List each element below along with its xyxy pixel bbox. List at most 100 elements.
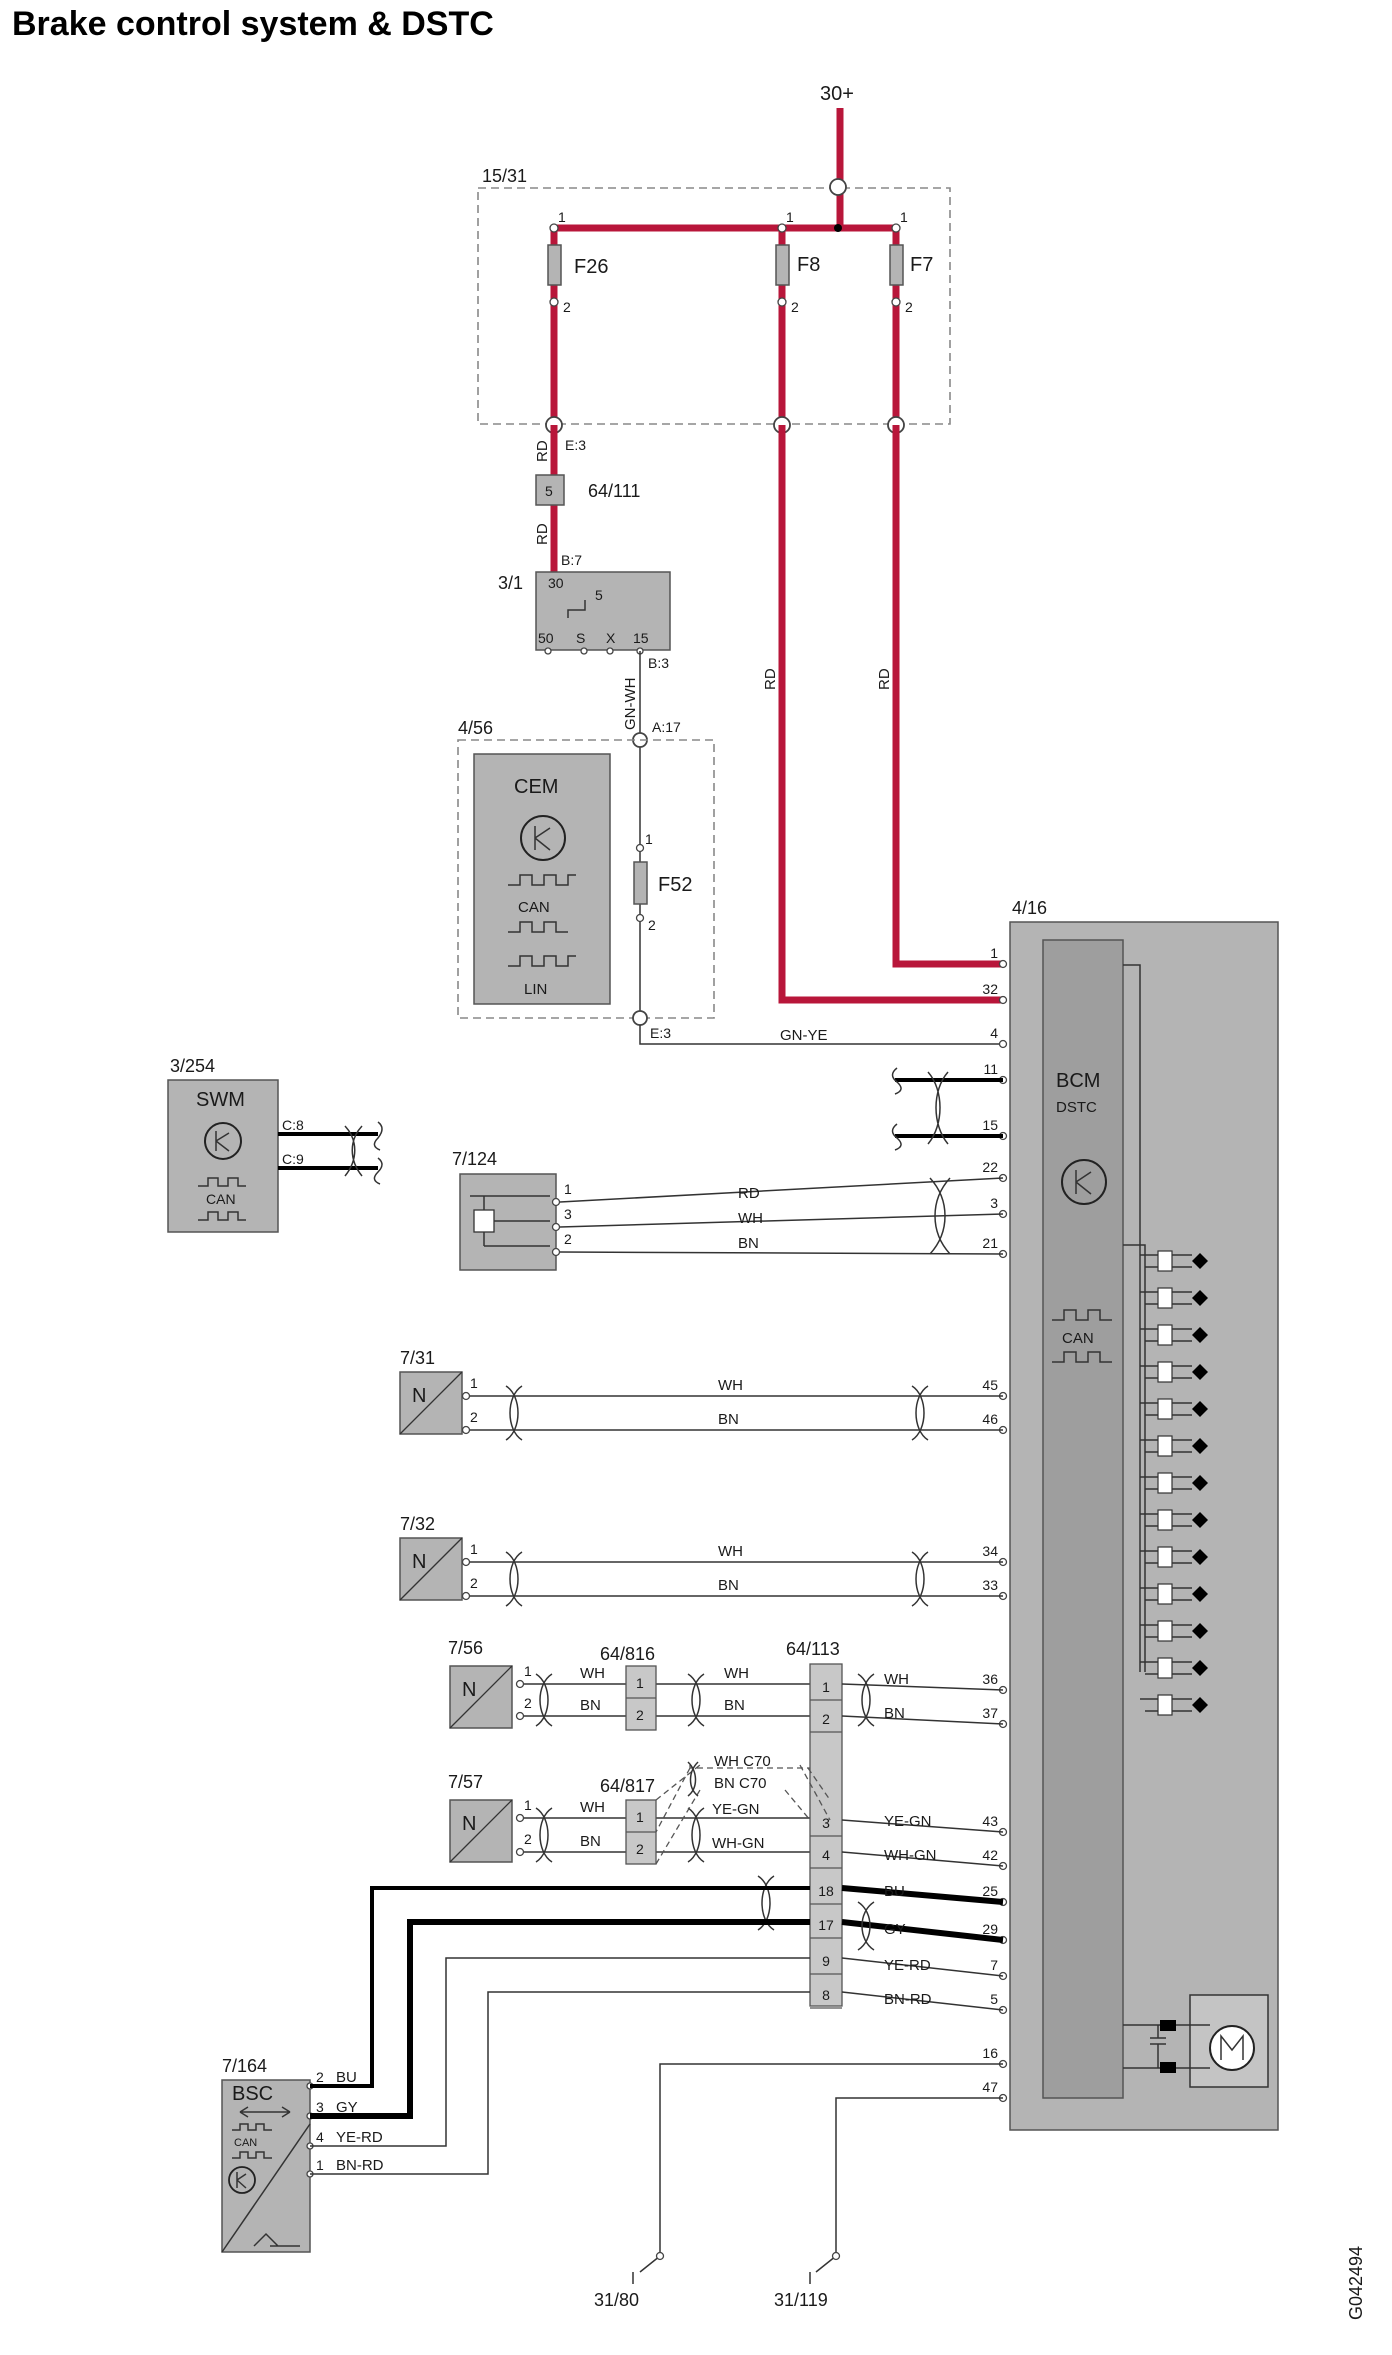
- swm-id: 3/254: [170, 1056, 215, 1076]
- bsc-pin: 2: [316, 2069, 324, 2085]
- twisted-pair-marker: [857, 1901, 875, 1951]
- bsc-wire-label: BN-RD: [336, 2157, 384, 2174]
- ground-31-119-label: 31/119: [774, 2290, 828, 2310]
- bcm-pin-label: 43: [982, 1813, 998, 1829]
- wire-label: BN: [738, 1235, 759, 1252]
- valve-icon: [1192, 1290, 1208, 1306]
- twisted-pair-marker: [535, 1807, 553, 1863]
- svg-text:DSTC: DSTC: [1056, 1099, 1097, 1116]
- bsc-pin: 3: [316, 2099, 324, 2115]
- sensor-7-124-id: 7/124: [452, 1149, 497, 1169]
- wire-label: WH-GN: [884, 1847, 937, 1864]
- valve-icon: [1192, 1549, 1208, 1565]
- valve-icon: [1192, 1697, 1208, 1713]
- svg-text:5: 5: [595, 587, 603, 603]
- connector-64-113-pin: 2: [822, 1711, 830, 1727]
- svg-text:LIN: LIN: [524, 981, 547, 998]
- bcm-pin: [998, 995, 1008, 1005]
- valve-icon: [1192, 1475, 1208, 1491]
- wire-label: BN: [580, 1833, 601, 1850]
- svg-text:RD: RD: [762, 668, 779, 690]
- sensor-7-124-pin: 1: [564, 1181, 572, 1197]
- wire-label: WH: [884, 1671, 909, 1688]
- bcm-pin-label: 29: [982, 1921, 998, 1937]
- lin-bus-icon: [508, 955, 576, 967]
- svg-text:CAN: CAN: [234, 2137, 257, 2149]
- svg-text:2: 2: [905, 299, 913, 315]
- bsc-module: [221, 2079, 311, 2253]
- bcm-pin-label: 46: [982, 1411, 998, 1427]
- svg-text:5: 5: [545, 483, 553, 499]
- bsc-pin: 1: [316, 2157, 324, 2173]
- svg-text:B:7: B:7: [561, 552, 582, 568]
- svg-text:CAN: CAN: [518, 899, 550, 916]
- twisted-pair-marker: [687, 1673, 705, 1727]
- valve-coil-icon: [1157, 1694, 1173, 1716]
- svg-text:RD: RD: [534, 440, 551, 462]
- bcm-pin-label: 33: [982, 1577, 998, 1593]
- wire-label: BN-RD: [884, 1991, 932, 2008]
- wire-label: BN: [580, 1697, 601, 1714]
- valve-coil-icon: [1157, 1287, 1173, 1309]
- wire-label: WH: [724, 1665, 749, 1682]
- valve-coil-icon: [1157, 1509, 1173, 1531]
- sensor-pin: 2: [524, 1695, 532, 1711]
- sensor-id: 7/57: [448, 1772, 483, 1792]
- wire-label: RD: [738, 1185, 760, 1202]
- twisted-pair-marker: [687, 1807, 705, 1863]
- wire-label: BN: [718, 1577, 739, 1594]
- valve-icon: [1192, 1364, 1208, 1380]
- valve-coil-icon: [1157, 1250, 1173, 1272]
- conn-e3-top: E:3: [565, 437, 586, 453]
- svg-text:1: 1: [786, 209, 794, 225]
- svg-text:2: 2: [636, 1841, 644, 1857]
- valve-coil-icon: [1157, 1398, 1173, 1420]
- fuse-f26-label: F26: [574, 256, 608, 278]
- sensor-id: 7/31: [400, 1348, 435, 1368]
- bcm-pin-label: 36: [982, 1671, 998, 1687]
- svg-text:C:8: C:8: [282, 1117, 304, 1133]
- svg-text:GN-WH: GN-WH: [622, 678, 639, 731]
- bcm-pin-label: 42: [982, 1847, 998, 1863]
- svg-text:CAN: CAN: [1062, 1330, 1094, 1347]
- valve-coil-icon: [1157, 1472, 1173, 1494]
- svg-text:BN C70: BN C70: [714, 1775, 767, 1792]
- svg-text:1: 1: [636, 1675, 644, 1691]
- cem-label: CEM: [514, 776, 558, 798]
- connector-64-816-label: 64/816: [600, 1644, 655, 1664]
- fuse-f8: [775, 244, 790, 286]
- bcm-pin-label: 34: [982, 1543, 998, 1559]
- sensor-id: 7/56: [448, 1638, 483, 1658]
- twisted-pair-marker: [857, 1673, 875, 1727]
- cem-module-box: [457, 739, 715, 1019]
- valve-coil-icon: [1157, 1435, 1173, 1457]
- cem-transistor-icon: [520, 815, 566, 861]
- valve-icon: [1192, 1438, 1208, 1454]
- valve-coil-icon: [1157, 1361, 1173, 1383]
- connector-64-113-pin: 18: [818, 1883, 834, 1899]
- cem-module: [473, 753, 611, 1005]
- sensor-type-label: N: [412, 1551, 426, 1573]
- wire-label: WH: [580, 1799, 605, 1816]
- connector-64-111: [535, 474, 565, 506]
- fuse-box-15-31: [477, 187, 951, 425]
- sensor-pin: 1: [470, 1541, 478, 1557]
- svg-text:RD: RD: [876, 668, 893, 690]
- sensor-type-label: N: [462, 1813, 476, 1835]
- wire-label: BN: [884, 1705, 905, 1722]
- twisted-pair-marker: [505, 1385, 523, 1441]
- connector-64-817-label: 64/817: [600, 1776, 655, 1796]
- valve-coil-icon: [1157, 1657, 1173, 1679]
- bcm-pin-label: 47: [982, 2079, 998, 2095]
- svg-text:2: 2: [563, 299, 571, 315]
- sensor-pin: 2: [470, 1575, 478, 1591]
- connector-64-113-pin: 3: [822, 1815, 830, 1831]
- twisted-pair-marker: [757, 1875, 775, 1931]
- svg-text:E:3: E:3: [650, 1025, 671, 1041]
- swm-module: [167, 1079, 279, 1233]
- svg-text:X: X: [606, 630, 616, 646]
- bcm-id: 4/16: [1012, 898, 1047, 918]
- valve-coil-icon: [1157, 1324, 1173, 1346]
- valve-icon: [1192, 1586, 1208, 1602]
